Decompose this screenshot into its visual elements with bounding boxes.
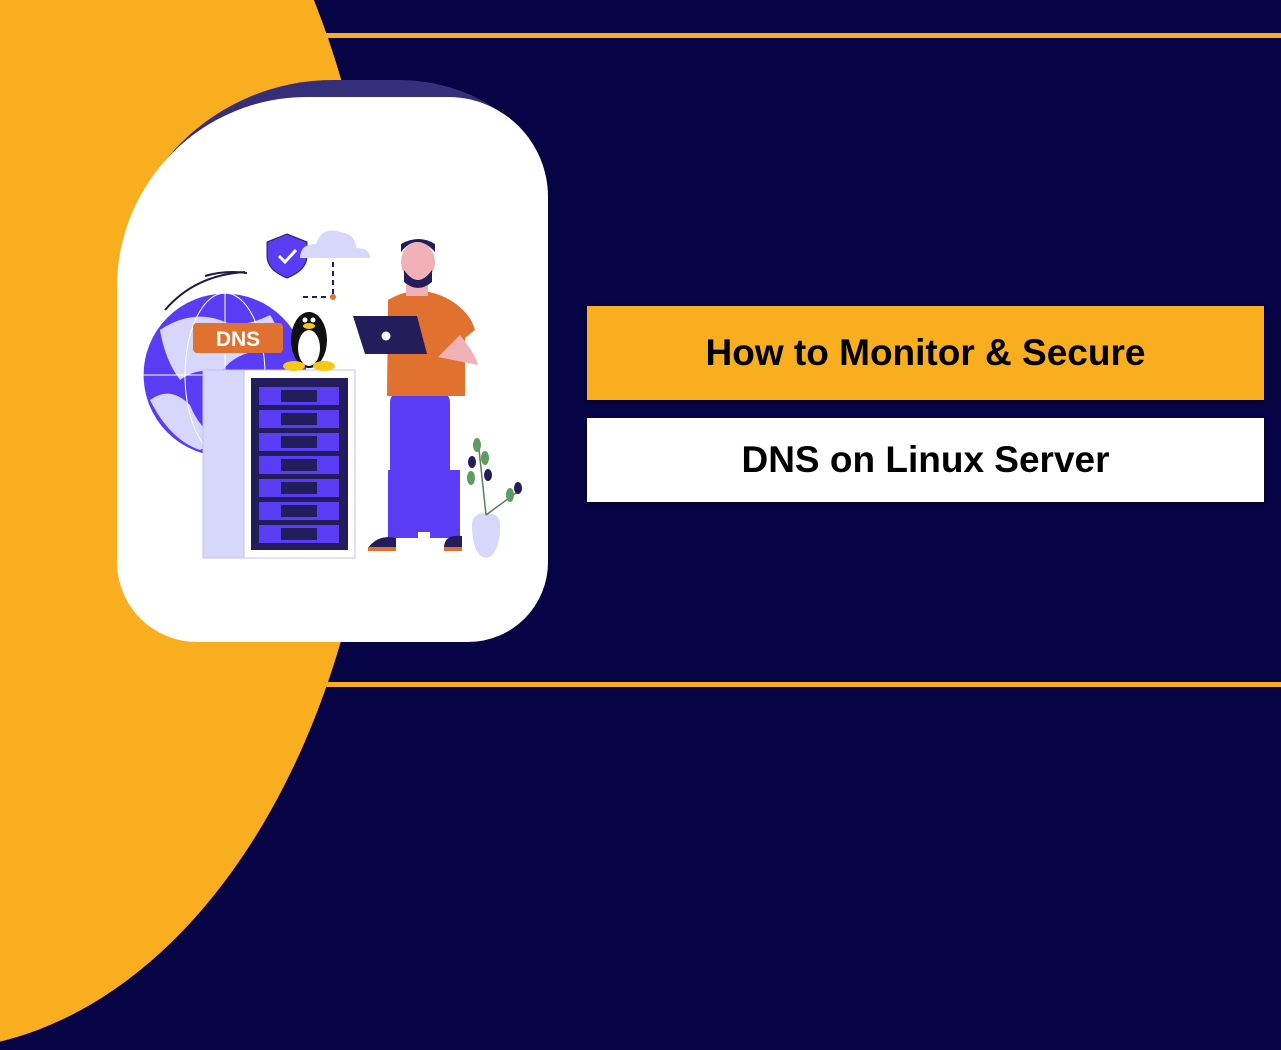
title-line-1-banner: How to Monitor & Secure: [587, 306, 1264, 400]
server-units: [259, 387, 339, 543]
dns-badge: [193, 323, 283, 353]
dns-badge-label: DNS: [216, 328, 260, 351]
dns-illustration: DNS: [142, 230, 522, 559]
security-shield-icon: [266, 233, 308, 279]
linux-penguin-icon: [283, 312, 335, 371]
cloud-icon: [300, 230, 370, 258]
illustration-card: DNS: [117, 97, 548, 642]
title-line-1: How to Monitor & Secure: [705, 332, 1146, 373]
man-with-laptop-icon: [353, 239, 478, 551]
bottom-accent-stripe: [295, 682, 1281, 687]
potted-plant-icon: [467, 438, 522, 558]
top-accent-stripe: [307, 33, 1281, 38]
title-line-2: DNS on Linux Server: [741, 439, 1110, 480]
title-line-2-banner: DNS on Linux Server: [587, 418, 1264, 502]
